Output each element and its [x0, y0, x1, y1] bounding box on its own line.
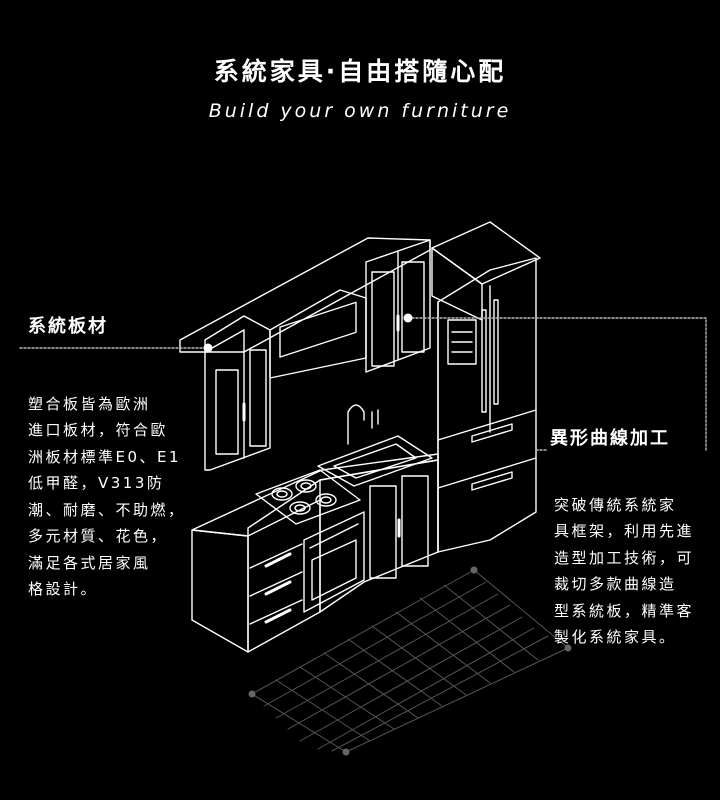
floor-grid: [251, 569, 569, 753]
sink: [317, 404, 433, 487]
left-callout-line: 塑合板皆為歐洲: [28, 394, 151, 413]
refrigerator: [431, 221, 541, 553]
page-subtitle: Build your own furniture: [208, 100, 512, 122]
left-callout-line: 進口板材，符合歐: [28, 421, 169, 439]
left-callout-line: 洲板材標準E0、E1: [28, 447, 182, 466]
right-callout-line: 型系統板，精準客: [554, 601, 695, 620]
left-callout-line: 低甲醛，V313防: [28, 474, 165, 492]
left-callout-heading: 系統板材: [28, 316, 108, 337]
right-callout-line: 裁切多款曲線造: [554, 575, 677, 593]
right-callout-line: 具框架，利用先進: [554, 522, 695, 540]
left-callout-text: 塑合板皆為歐洲進口板材，符合歐洲板材標準E0、E1 低甲醛，V313防潮、耐磨、不…: [28, 364, 186, 629]
upper-cabinets: [179, 237, 431, 471]
left-callout-line: 格設計。: [28, 580, 99, 598]
callout-leaders: [19, 317, 707, 451]
right-callout-heading: 異形曲線加工: [550, 428, 670, 449]
left-callout-line: 潮、耐磨、不助燃，: [28, 500, 186, 519]
right-callout-line: 造型加工技術，可: [554, 548, 695, 567]
right-callout-line: 製化系統家具。: [554, 628, 677, 646]
base-cabinets: [191, 453, 439, 653]
callout-dot-left: [203, 343, 213, 353]
floor-grid-corners: [248, 566, 572, 756]
page-title: 系統家具·自由搭隨心配: [213, 57, 507, 86]
stove: [255, 469, 365, 613]
callout-dot-right: [403, 313, 413, 323]
right-callout-text: 突破傳統系統家具框架，利用先進造型加工技術，可裁切多款曲線造型系統板，精準客製化…: [554, 465, 694, 677]
left-callout-line: 多元材質、花色，: [28, 527, 169, 545]
left-callout-line: 滿足各式居家風: [28, 553, 151, 572]
right-callout-line: 突破傳統系統家: [554, 495, 677, 514]
